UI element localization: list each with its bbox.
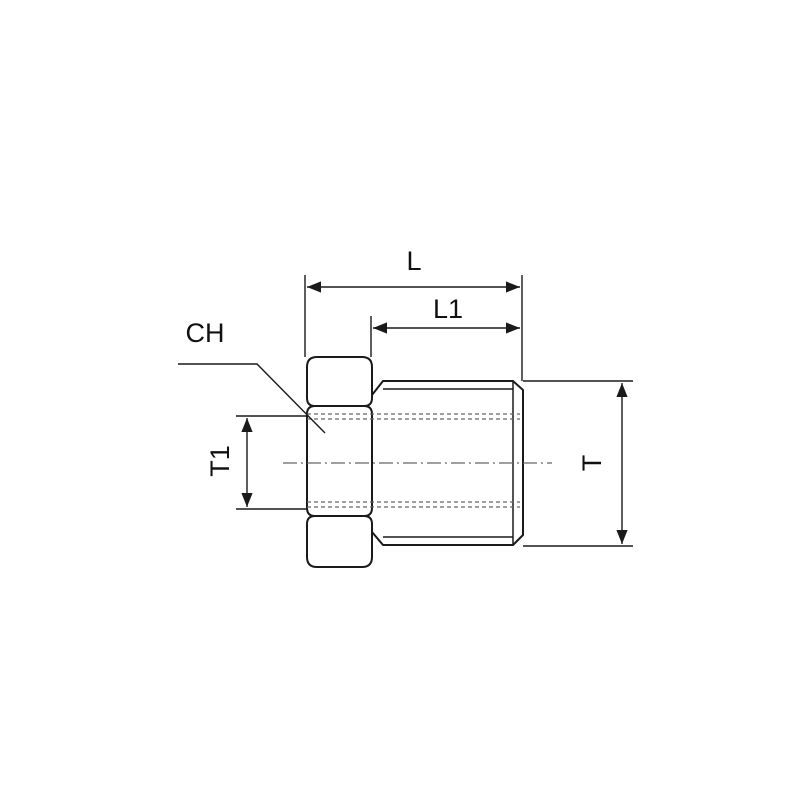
dimension-L-label: L	[406, 246, 421, 276]
hex-flat-bottom	[306, 515, 373, 568]
CH-leader-line	[178, 363, 326, 434]
internal-bore-hidden-lines	[307, 413, 520, 508]
dimension-T1	[236, 415, 307, 510]
dimension-T1-label: T1	[205, 445, 235, 477]
dimension-L	[304, 275, 523, 381]
CH-leader	[178, 363, 326, 434]
CH-label: CH	[186, 318, 225, 348]
hex-flat-top	[306, 356, 373, 407]
hex-nut	[306, 356, 373, 568]
hex-flat-middle	[306, 405, 373, 517]
dimension-L1	[370, 316, 520, 357]
dimension-L1-label: L1	[433, 294, 463, 324]
dimension-T-label: T	[577, 455, 607, 472]
dimension-T	[523, 380, 633, 547]
